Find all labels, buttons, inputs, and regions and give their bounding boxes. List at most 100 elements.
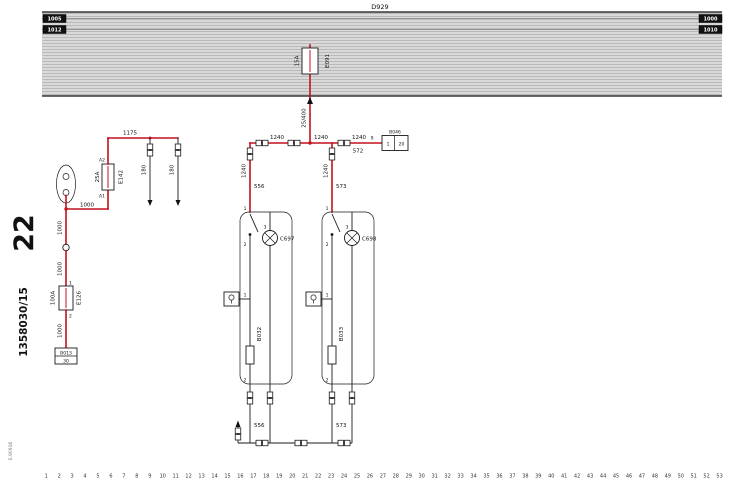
ruler-number: 30 <box>419 474 425 480</box>
ruler-number: 47 <box>639 474 645 480</box>
ruler-number: 5 <box>96 474 99 480</box>
flow-arrow-up-icon <box>235 420 241 427</box>
connector-b013-pin: 30 <box>63 359 69 365</box>
ruler-number: 4 <box>83 474 86 480</box>
supply-band: D929 1005 1012 1000 1010 <box>42 3 723 97</box>
ruler-number: 23 <box>328 474 334 480</box>
connector-square <box>301 439 308 447</box>
connector-square <box>266 391 274 398</box>
ruler-number: 46 <box>626 474 632 480</box>
flow-arrow-down-icon <box>147 200 153 206</box>
wire-label-1000: 1000 <box>58 324 64 338</box>
ruler-number: 36 <box>496 474 502 480</box>
device-b033-outline <box>321 211 375 385</box>
ruler-number: 26 <box>367 474 373 480</box>
circuit-b032: 1240 556 1 B032 2 1 2 556 3 C697 <box>223 142 295 443</box>
flow-arrow-up-icon <box>307 97 313 104</box>
ruler-number: 2 <box>58 474 61 480</box>
connector-square <box>174 143 182 150</box>
ruler-number: 24 <box>341 474 347 480</box>
switch-blade <box>249 213 259 233</box>
ruler-number: 20 <box>289 474 295 480</box>
bus-1240: 1240 1240 1240 9 572 B046 1 20 <box>249 130 409 155</box>
lamp-c698-id: C698 <box>362 237 377 243</box>
wire-label-1240: 1240 <box>270 135 284 141</box>
wire-label-1000: 1000 <box>58 262 64 276</box>
ruler-number: 31 <box>432 474 438 480</box>
ruler-number: 7 <box>122 474 125 480</box>
band-tag-box <box>698 25 723 34</box>
lamp-c697-id: C697 <box>280 237 295 243</box>
band-tag-box <box>42 25 67 34</box>
wire-label-1000: 1000 <box>58 221 64 235</box>
pin-label-9: 9 <box>371 136 374 142</box>
ruler-number: 32 <box>444 474 450 480</box>
ruler-number: 17 <box>250 474 256 480</box>
ruler-number: 16 <box>237 474 243 480</box>
ruler-number: 38 <box>522 474 528 480</box>
ruler-number: 34 <box>470 474 476 480</box>
fuse-e142-rating: 25A <box>95 171 101 182</box>
wire-label-180: 180 <box>142 164 148 175</box>
ruler-number: 43 <box>587 474 593 480</box>
fuse-e126-id: E126 <box>77 291 83 305</box>
fuse-e091-assembly: 15A E091 25/400 <box>295 44 331 144</box>
connector-square <box>262 439 269 447</box>
connector-square <box>255 139 262 147</box>
ruler-number: 40 <box>548 474 554 480</box>
pin-label-1: 1 <box>244 293 247 299</box>
connector-b046-box <box>381 135 409 151</box>
ruler-number: 11 <box>173 474 179 480</box>
connector-square <box>234 434 242 441</box>
connector-square <box>287 139 294 147</box>
wire-label-1000: 1000 <box>80 203 94 209</box>
junction-dot <box>64 207 68 211</box>
connector-b046-pin: 20 <box>399 142 405 148</box>
ruler-number: 52 <box>703 474 709 480</box>
ruler-number: 19 <box>276 474 282 480</box>
ruler-number: 13 <box>198 474 204 480</box>
connector-square <box>246 147 254 154</box>
ruler-number: 15 <box>224 474 230 480</box>
sheet-number: 22 <box>9 214 40 252</box>
wire-label-1240: 1240 <box>324 164 330 178</box>
device-b032-id: B032 <box>257 327 263 341</box>
terminal-hole <box>62 173 70 180</box>
actuator-symbol-box <box>305 291 322 307</box>
connector-square <box>234 427 242 434</box>
connector-square <box>328 147 336 154</box>
band-tag: 1012 <box>48 28 62 34</box>
fuse-e126-pin-bottom: 2 <box>69 314 72 320</box>
fuse-e126-pin-top: 1 <box>69 281 72 287</box>
wire-label-25-400: 25/400 <box>302 108 308 128</box>
pin-label-1: 1 <box>244 206 247 212</box>
lamp-cross <box>346 232 358 244</box>
ruler-number: 8 <box>135 474 138 480</box>
connector-square <box>344 139 351 147</box>
connector-square <box>262 139 269 147</box>
ruler-number: 9 <box>148 474 151 480</box>
fuse-e126-rating: 100A <box>51 291 57 305</box>
connector-b046-pin: 1 <box>387 142 390 148</box>
ruler-number: 42 <box>574 474 580 480</box>
flow-arrow-down-icon <box>175 200 181 206</box>
ruler-number: 51 <box>691 474 697 480</box>
ruler-number: 50 <box>678 474 684 480</box>
ruler-number: 25 <box>354 474 360 480</box>
ruler-number: 41 <box>561 474 567 480</box>
ruler-number: 48 <box>652 474 658 480</box>
band-tag-box <box>42 14 67 23</box>
splice-point <box>62 243 70 252</box>
pin-label-2: 2 <box>326 242 329 248</box>
ruler-number: 29 <box>406 474 412 480</box>
ruler-number: 1 <box>45 474 48 480</box>
connector-square <box>246 391 254 398</box>
fuse-e091-id: E091 <box>325 54 331 68</box>
ruler-number: 44 <box>600 474 606 480</box>
pin-label-3: 3 <box>346 225 349 231</box>
wire-label-1175: 1175 <box>123 131 137 137</box>
ruler-number: 49 <box>665 474 671 480</box>
connector-square <box>294 139 301 147</box>
device-b033-id: B033 <box>339 326 345 341</box>
